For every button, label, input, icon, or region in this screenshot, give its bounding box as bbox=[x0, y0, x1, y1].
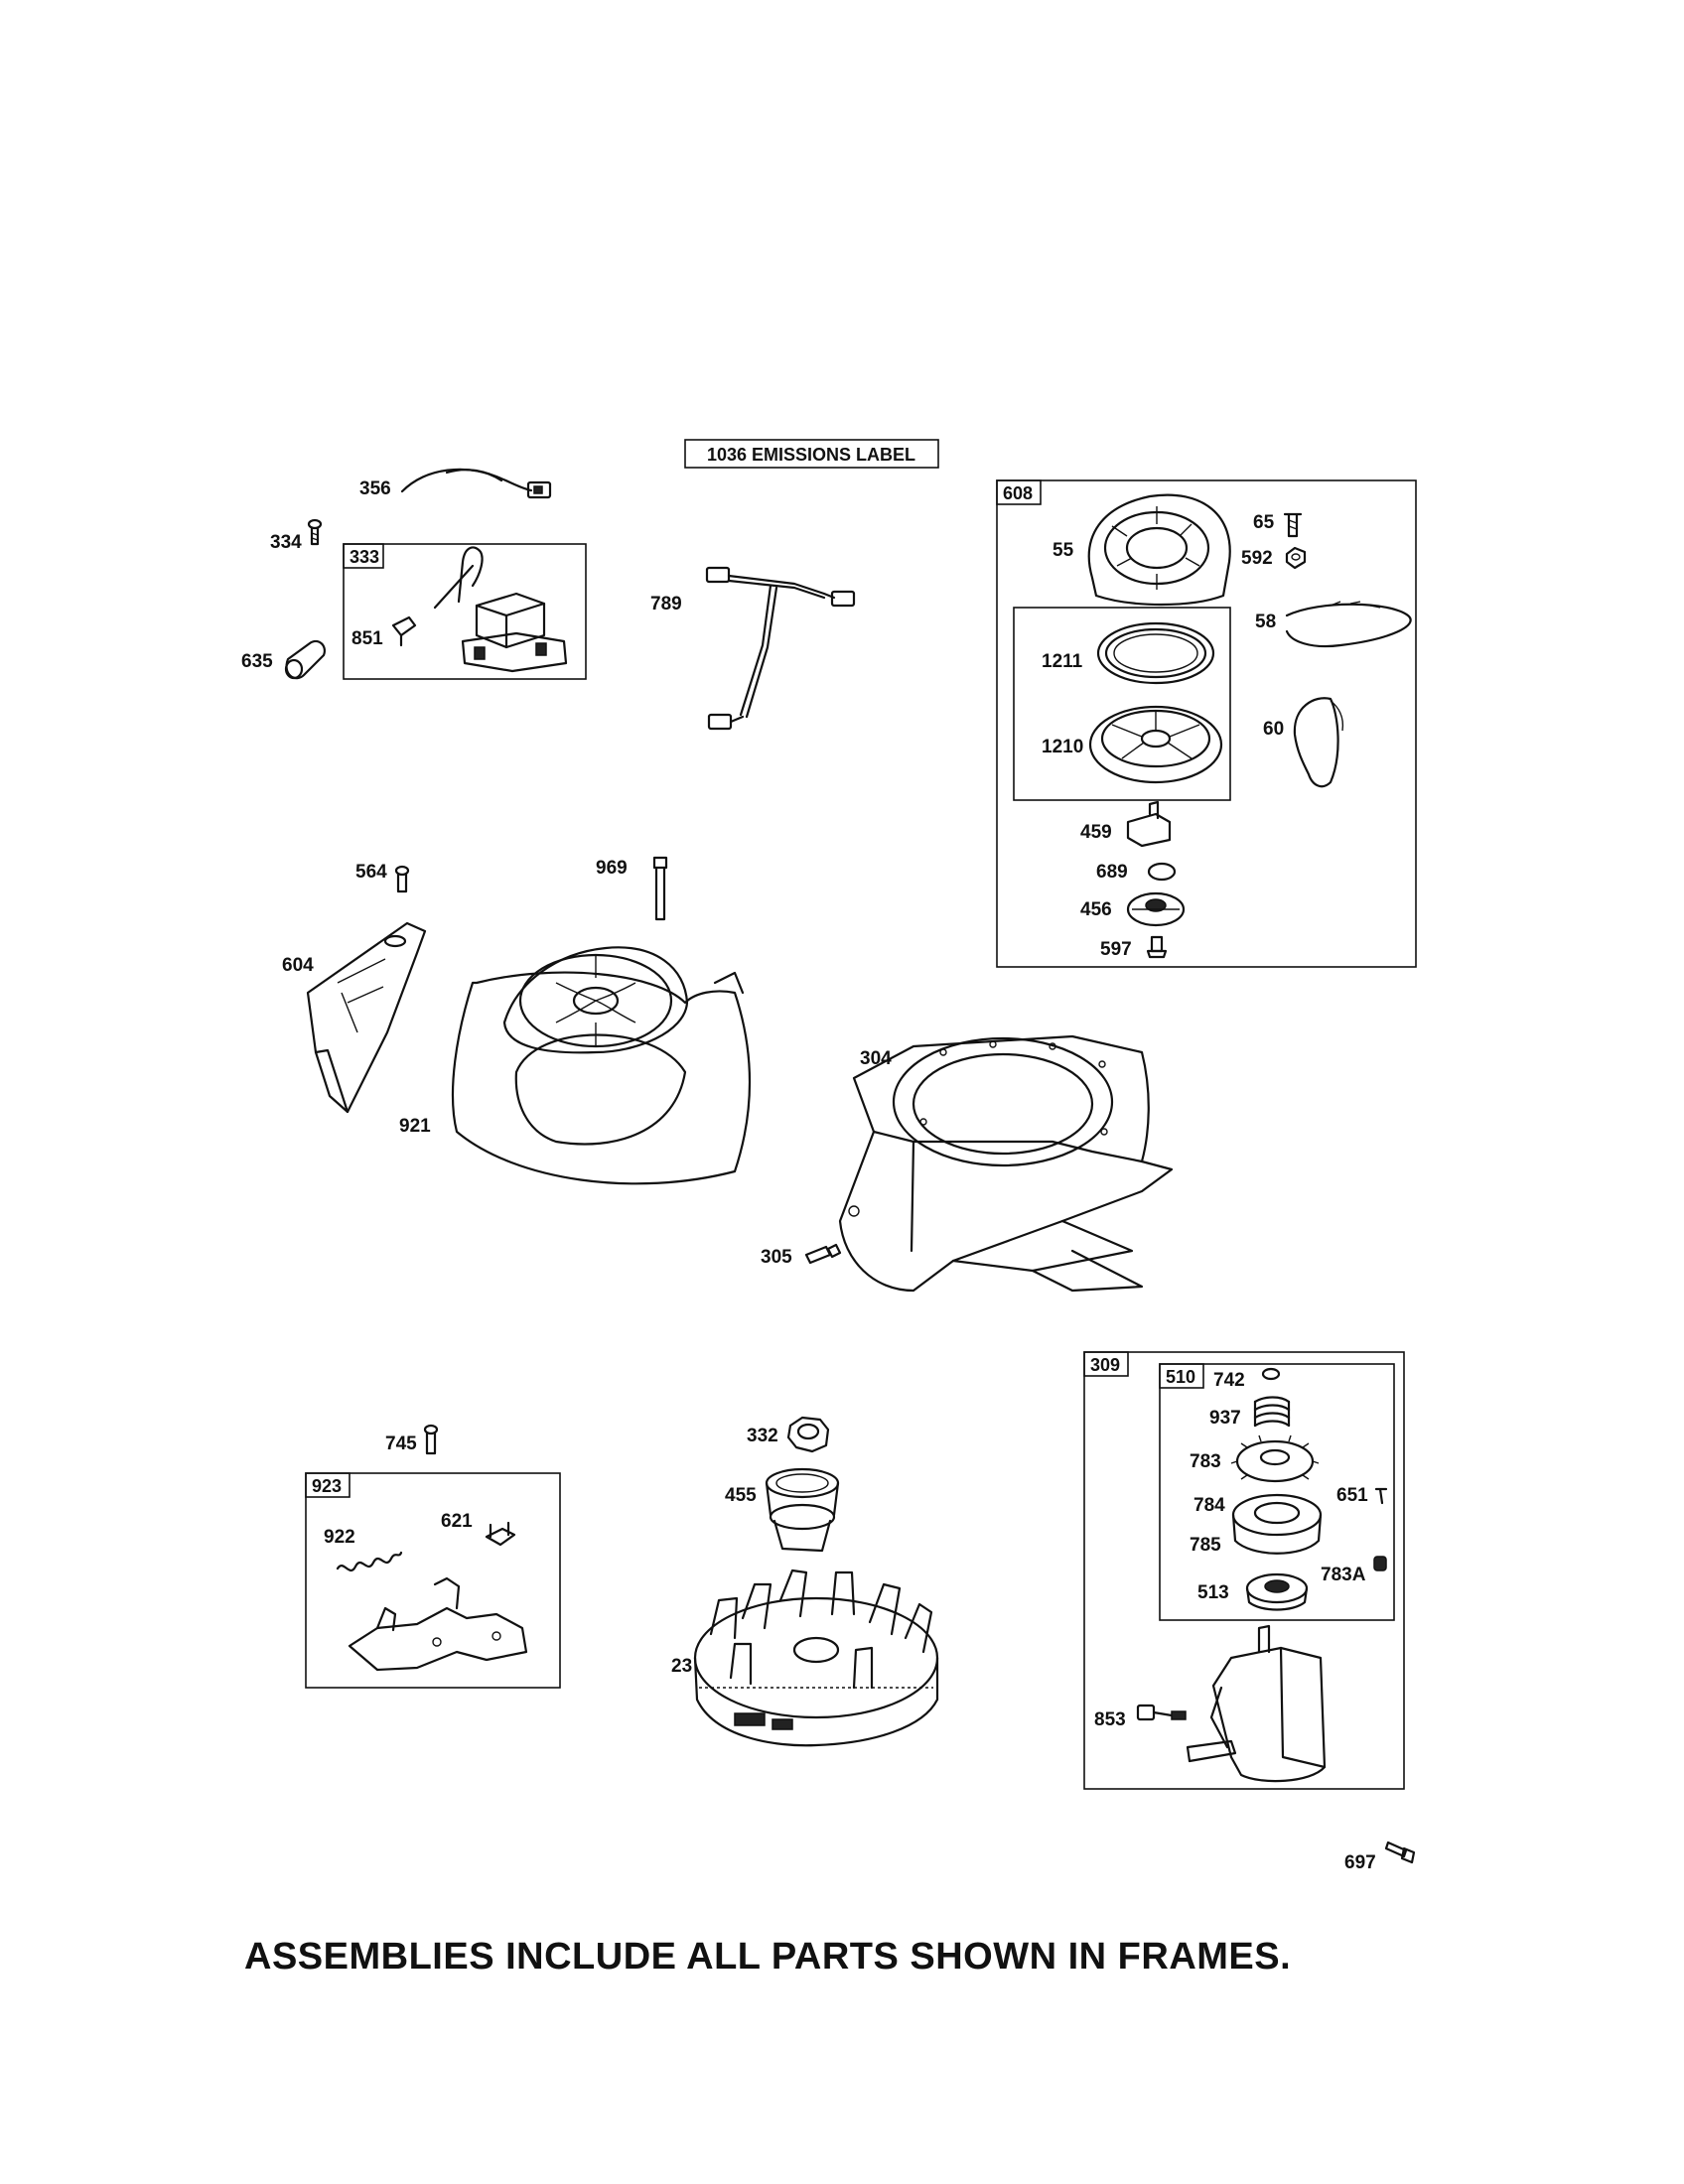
label-604: 604 bbox=[282, 955, 314, 976]
label-513: 513 bbox=[1197, 1582, 1229, 1603]
label-921: 921 bbox=[399, 1116, 431, 1137]
label-742: 742 bbox=[1213, 1370, 1245, 1391]
label-55: 55 bbox=[1052, 540, 1074, 561]
label-969: 969 bbox=[596, 858, 628, 879]
label-783: 783 bbox=[1190, 1451, 1221, 1472]
assemblies-note: ASSEMBLIES INCLUDE ALL PARTS SHOWN IN FR… bbox=[244, 1936, 1292, 1978]
frame-label-510: 510 bbox=[1166, 1367, 1195, 1387]
label-651: 651 bbox=[1336, 1485, 1368, 1506]
label-853: 853 bbox=[1094, 1709, 1126, 1730]
frame-label-608: 608 bbox=[1003, 483, 1033, 503]
label-697: 697 bbox=[1344, 1852, 1376, 1873]
label-564: 564 bbox=[355, 862, 387, 883]
label-635: 635 bbox=[241, 651, 273, 672]
part-697-screw bbox=[1384, 1841, 1416, 1864]
label-60: 60 bbox=[1263, 719, 1284, 740]
part-304-air-guide bbox=[838, 1034, 1174, 1293]
part-455-starter-cup bbox=[765, 1467, 840, 1553]
label-305: 305 bbox=[761, 1247, 792, 1268]
label-23: 23 bbox=[671, 1656, 692, 1677]
frame-923: 923 bbox=[305, 1472, 561, 1689]
frame-label-923: 923 bbox=[312, 1476, 342, 1496]
label-456: 456 bbox=[1080, 899, 1112, 920]
part-745-screw bbox=[423, 1424, 439, 1455]
emissions-label-box: 1036 EMISSIONS LABEL bbox=[684, 439, 939, 469]
label-58: 58 bbox=[1255, 612, 1276, 632]
label-689: 689 bbox=[1096, 862, 1128, 883]
frame-label-333: 333 bbox=[350, 547, 379, 567]
label-455: 455 bbox=[725, 1485, 757, 1506]
part-635-boot bbox=[284, 639, 326, 680]
label-783A: 783A bbox=[1321, 1565, 1366, 1585]
frame-333: 333 bbox=[343, 543, 587, 680]
part-604-guard bbox=[306, 921, 427, 1114]
label-459: 459 bbox=[1080, 822, 1112, 843]
part-23-flywheel bbox=[693, 1569, 939, 1747]
label-304: 304 bbox=[860, 1048, 892, 1069]
label-1210: 1210 bbox=[1042, 737, 1083, 757]
label-784: 784 bbox=[1193, 1495, 1225, 1516]
part-332-nut bbox=[786, 1416, 830, 1453]
frame-309: 309 510 bbox=[1083, 1351, 1405, 1790]
label-745: 745 bbox=[385, 1433, 417, 1454]
label-789: 789 bbox=[650, 594, 682, 614]
label-1211: 1211 bbox=[1042, 651, 1083, 672]
part-334-screw bbox=[307, 518, 323, 546]
frame-608: 608 bbox=[996, 479, 1417, 968]
label-597: 597 bbox=[1100, 939, 1132, 960]
label-356: 356 bbox=[359, 478, 391, 499]
part-969-stud bbox=[652, 856, 668, 921]
label-332: 332 bbox=[747, 1426, 778, 1446]
label-937: 937 bbox=[1209, 1408, 1241, 1429]
emissions-label-text: 1036 EMISSIONS LABEL bbox=[707, 445, 915, 465]
part-789-harness bbox=[705, 566, 856, 731]
label-621: 621 bbox=[441, 1511, 473, 1532]
frame-label-309: 309 bbox=[1090, 1355, 1120, 1375]
part-564-screw bbox=[394, 865, 410, 893]
label-592: 592 bbox=[1241, 548, 1273, 569]
label-851: 851 bbox=[351, 628, 383, 649]
label-65: 65 bbox=[1253, 512, 1275, 533]
part-305-screw bbox=[804, 1243, 842, 1265]
label-334: 334 bbox=[270, 532, 302, 553]
label-785: 785 bbox=[1190, 1535, 1221, 1556]
part-921-blower-housing bbox=[451, 946, 752, 1185]
label-922: 922 bbox=[324, 1527, 355, 1548]
part-356-ignition-wire bbox=[400, 468, 552, 499]
